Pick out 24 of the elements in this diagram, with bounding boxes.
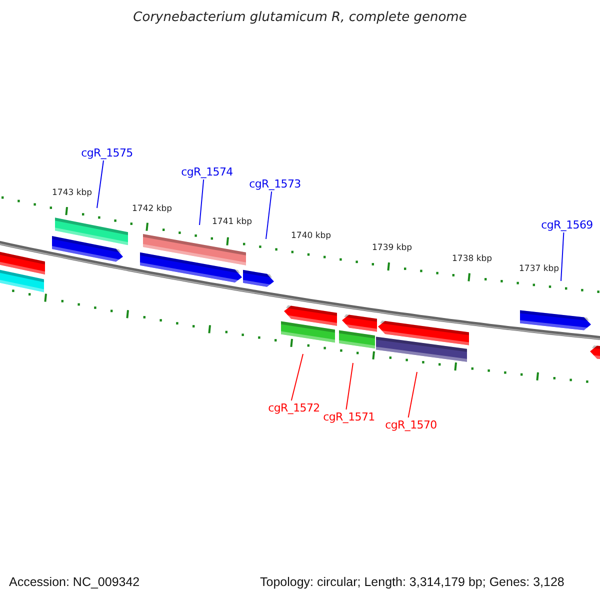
tick-label: 1741 kbp xyxy=(212,217,252,227)
gene-label: cgR_1569 xyxy=(541,218,593,232)
gene-label: cgR_1572 xyxy=(268,402,320,414)
leader-line xyxy=(408,372,418,418)
leader-line xyxy=(560,232,564,282)
tick-label: 1742 kbp xyxy=(132,204,172,214)
gene-label: cgR_1573 xyxy=(249,178,301,190)
gene-label: cgR_1574 xyxy=(181,166,233,178)
gene-label: cgR_1571 xyxy=(323,410,375,424)
footer-text: Accession: NC_009342 xyxy=(9,575,140,589)
footer-text: Topology: circular; Length: 3,314,179 bp; Genes: 3,128 xyxy=(260,575,564,589)
leader-line xyxy=(290,354,304,401)
tick-label: 1743 kbp xyxy=(52,188,92,198)
leader-line xyxy=(199,179,204,226)
tick-label: 1739 kbp xyxy=(372,243,412,253)
gene-label: cgR_1575 xyxy=(81,146,133,160)
gene-label: cgR_1570 xyxy=(385,418,437,432)
tick-label: 1740 kbp xyxy=(291,231,332,241)
leader-line xyxy=(266,191,272,240)
chart-title: Corynebacterium glutamicum R, complete genome xyxy=(132,10,468,25)
tick-label: 1738 kbp xyxy=(452,254,492,264)
leader-line xyxy=(96,160,104,208)
leader-line xyxy=(346,362,354,410)
tick-label: 1737 kbp xyxy=(519,264,560,274)
